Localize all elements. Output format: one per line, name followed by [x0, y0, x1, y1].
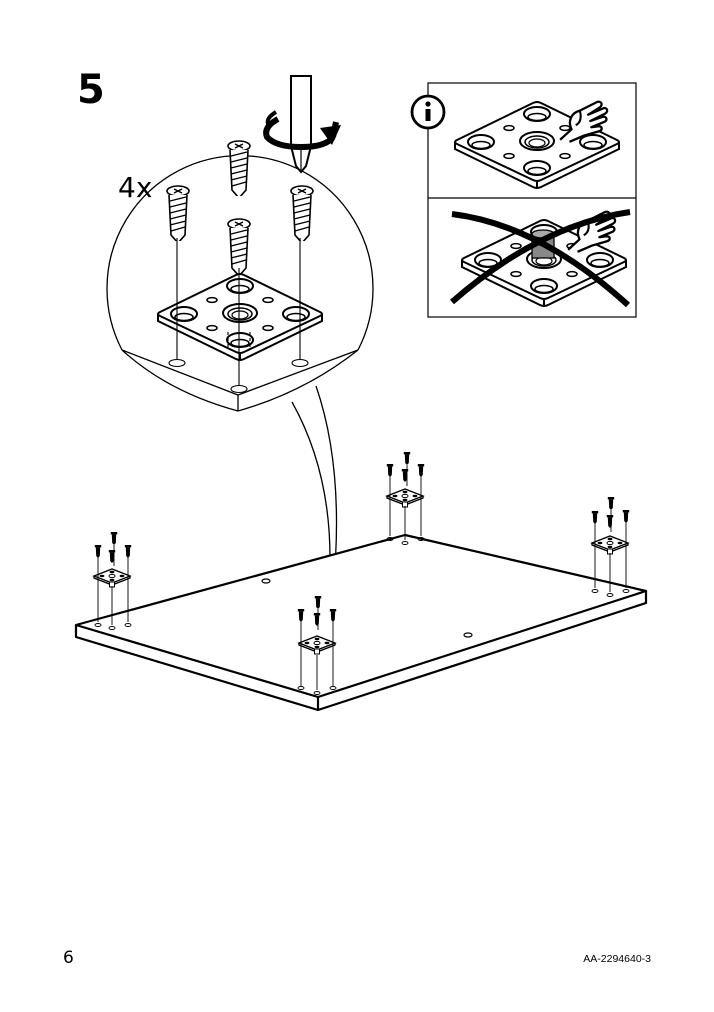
hardware-front-left [93, 532, 132, 630]
hardware-right [591, 497, 630, 597]
alignment-guides [168, 238, 309, 394]
screw-top [226, 140, 252, 196]
clockwise-rotation-icon [263, 110, 341, 151]
step-number: 5 [77, 67, 105, 113]
screw-front [226, 218, 252, 274]
page-number: 6 [63, 948, 74, 968]
hardware-front [297, 596, 337, 695]
tabletop-panel [74, 533, 648, 712]
leg-plate [157, 273, 323, 362]
quantity-label: 4x [118, 171, 153, 204]
screw-left [165, 185, 191, 241]
screwdriver-icon [289, 75, 313, 174]
screw-right [289, 185, 315, 241]
info-icon [410, 94, 446, 130]
hardware-back [386, 452, 425, 545]
cross-out-icon [450, 209, 631, 308]
document-code: AA-2294640-3 [583, 953, 651, 965]
